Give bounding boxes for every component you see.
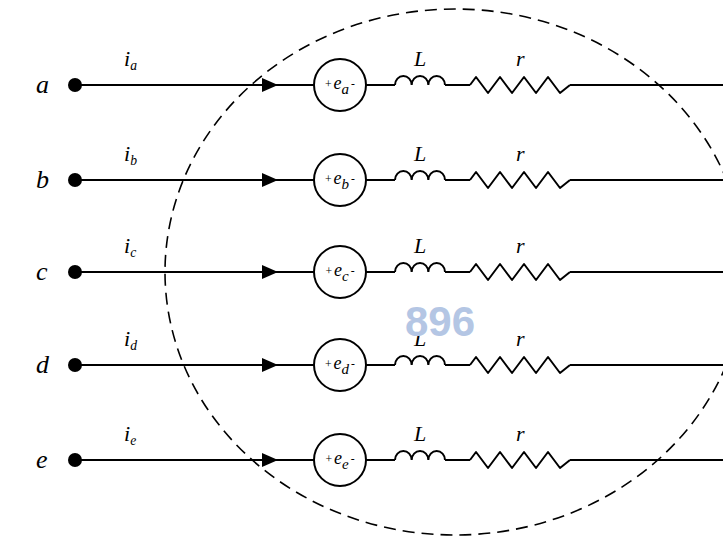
inductor-label: L [414, 48, 426, 70]
current-label: ic [124, 235, 136, 260]
inductor-symbol [395, 263, 445, 272]
emf-outline [314, 434, 366, 486]
polarity-sign: - [351, 174, 355, 186]
current-label: ia [124, 48, 137, 73]
polarity-sign: - [351, 359, 355, 371]
wire [366, 364, 395, 366]
resistor-symbol [470, 172, 570, 188]
wire [75, 84, 314, 86]
wire [570, 271, 723, 273]
current-arrow [262, 453, 278, 467]
emf-text-row: +eb- [312, 152, 368, 208]
resistor-label: r [516, 143, 525, 165]
resistor-label: r [516, 423, 525, 445]
polarity-sign: + [325, 266, 332, 278]
polarity-sign: - [351, 454, 355, 466]
terminal-label: a [36, 72, 49, 98]
wire [445, 84, 470, 86]
emf-outline [314, 154, 366, 206]
resistor-label: r [516, 48, 525, 70]
wire [570, 459, 723, 461]
wire [445, 271, 470, 273]
wire [445, 364, 470, 366]
terminal-label: e [36, 447, 48, 473]
emf-source: +ee- [312, 432, 368, 488]
emf-text-row: +ea- [312, 57, 368, 113]
wire [570, 364, 723, 366]
inductor-symbol [395, 76, 445, 85]
wire [445, 459, 470, 461]
wire [366, 271, 395, 273]
terminal-label: c [36, 259, 48, 285]
terminal-dot [68, 265, 82, 279]
resistor-label: r [516, 328, 525, 350]
emf-name: ed [334, 354, 350, 377]
current-arrow [262, 358, 278, 372]
emf-source: +ed- [312, 337, 368, 393]
resistor-symbol [470, 264, 570, 280]
emf-source: +ec- [312, 244, 368, 300]
emf-name: ea [334, 74, 350, 97]
emf-text-row: +ee- [312, 432, 368, 488]
wire [75, 459, 314, 461]
emf-name: eb [334, 169, 350, 192]
emf-outline [314, 59, 366, 111]
emf-outline [314, 246, 366, 298]
resistor-symbol [470, 357, 570, 373]
terminal-dot [68, 453, 82, 467]
wire [366, 179, 395, 181]
resistor-symbol [470, 77, 570, 93]
resistor-label: r [516, 235, 525, 257]
inductor-symbol [395, 356, 445, 365]
watermark: 896 [405, 301, 475, 343]
inductor-symbol [395, 171, 445, 180]
wire [75, 271, 314, 273]
polarity-sign: - [351, 79, 355, 91]
current-arrow [262, 265, 278, 279]
wire [366, 84, 395, 86]
resistor-symbol [470, 452, 570, 468]
emf-source: +ea- [312, 57, 368, 113]
wire [570, 84, 723, 86]
polarity-sign: + [325, 79, 332, 91]
emf-name: ee [334, 449, 349, 472]
current-label: id [124, 328, 137, 353]
terminal-dot [68, 173, 82, 187]
current-label: ib [124, 143, 137, 168]
wire [75, 364, 314, 366]
polarity-sign: + [325, 174, 332, 186]
wire [366, 459, 395, 461]
terminal-label: d [36, 352, 49, 378]
emf-name: ec [334, 261, 349, 284]
polarity-sign: + [325, 454, 332, 466]
wire [445, 179, 470, 181]
emf-text-row: +ec- [312, 244, 368, 300]
polarity-sign: + [325, 359, 332, 371]
inductor-label: L [414, 235, 426, 257]
terminal-dot [68, 358, 82, 372]
inductor-label: L [414, 423, 426, 445]
terminal-label: b [36, 167, 49, 193]
inductor-symbol [395, 451, 445, 460]
current-label: ie [124, 423, 136, 448]
inductor-label: L [414, 143, 426, 165]
wire [570, 179, 723, 181]
current-arrow [262, 173, 278, 187]
emf-outline [314, 339, 366, 391]
wire [75, 179, 314, 181]
polarity-sign: - [351, 266, 355, 278]
terminal-dot [68, 78, 82, 92]
current-arrow [262, 78, 278, 92]
phase-wires [68, 76, 723, 468]
emf-source: +eb- [312, 152, 368, 208]
emf-text-row: +ed- [312, 337, 368, 393]
